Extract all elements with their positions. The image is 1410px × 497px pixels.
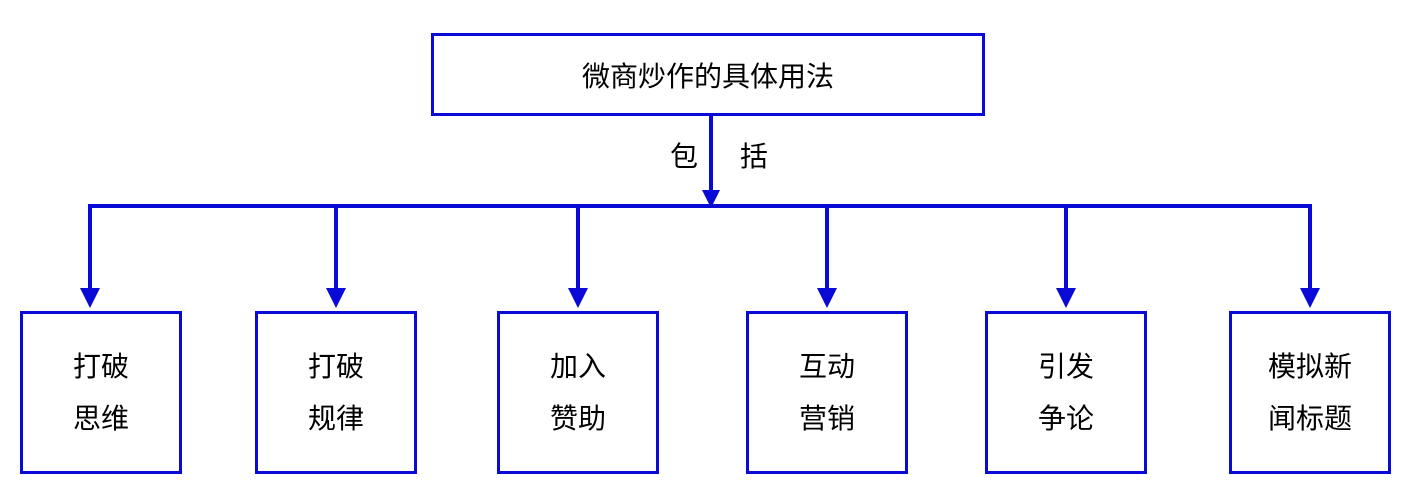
arrowhead-4 [817,288,837,308]
arrowhead-2 [326,288,346,308]
relation-label-left: 包 [670,140,699,173]
child-node-6-line2: 闻标题 [1267,401,1352,435]
relation-label: 包 括 [670,135,768,175]
child-node-5: 引发 争论 [985,311,1147,474]
child-node-1-line2: 思维 [72,401,129,435]
child-node-1-line1: 打破 [72,349,129,383]
arrowhead-6 [1300,288,1320,308]
root-stem-arrowhead [702,190,720,208]
child-node-5-line1: 引发 [1037,349,1094,383]
child-node-5-line2: 争论 [1037,401,1094,435]
relation-label-right: 括 [739,140,768,173]
child-node-2: 打破 规律 [255,311,417,474]
child-node-3: 加入 赞助 [497,311,659,474]
child-node-2-line1: 打破 [307,349,364,383]
child-node-1: 打破 思维 [20,311,182,474]
arrowhead-5 [1056,288,1076,308]
arrowhead-1 [80,288,100,308]
child-node-6: 模拟新 闻标题 [1229,311,1391,474]
arrowhead-3 [568,288,588,308]
child-node-3-line1: 加入 [549,349,606,383]
child-node-3-line2: 赞助 [549,401,606,435]
child-node-4-line1: 互动 [798,349,855,383]
child-node-4-line2: 营销 [798,401,855,435]
child-node-4: 互动 营销 [746,311,908,474]
root-node-label: 微商炒作的具体用法 [581,59,834,93]
child-node-2-line2: 规律 [307,401,364,435]
root-node: 微商炒作的具体用法 [431,33,985,116]
child-node-6-line1: 模拟新 [1267,349,1352,383]
